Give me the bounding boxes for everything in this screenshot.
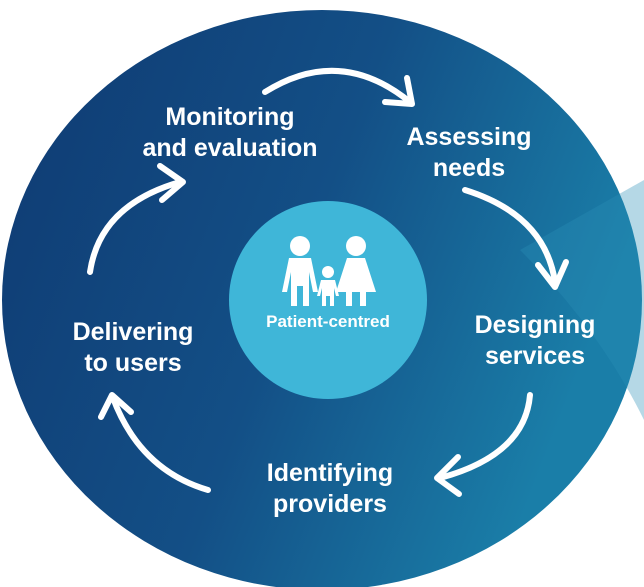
stage-label-delivering: Delivering to users [48, 317, 218, 379]
stage-label-identifying: Identifying providers [230, 458, 430, 520]
arrowhead-delivering-to-monitoring [157, 163, 186, 203]
stage-identifying-line2: providers [273, 490, 387, 518]
stage-monitoring-line2: and evaluation [142, 134, 318, 162]
stage-designing-line2: services [484, 342, 586, 370]
arrow-identifying-to-delivering [110, 395, 211, 493]
arrowhead-designing-to-identifying [434, 454, 462, 497]
center-circle [229, 201, 427, 399]
stage-designing-line1: Designing [474, 311, 596, 339]
family-icon [282, 236, 376, 306]
stage-identifying-line1: Identifying [266, 459, 394, 487]
stage-monitoring-line1: Monitoring [165, 103, 295, 131]
center-label: Patient-centred [266, 312, 390, 331]
arrowhead-identifying-to-delivering [98, 392, 134, 420]
stage-assessing-line1: Assessing [406, 123, 532, 151]
stage-label-monitoring: Monitoring and evaluation [105, 102, 355, 164]
arrow-delivering-to-monitoring [87, 179, 183, 275]
arrow-monitoring-to-assessing [262, 67, 413, 105]
arrowhead-assessing-to-designing [535, 259, 569, 290]
stage-delivering-line1: Delivering [72, 318, 194, 346]
arrow-designing-to-identifying [437, 392, 533, 481]
background-sheen [520, 180, 644, 420]
arrow-assessing-to-designing [462, 187, 558, 285]
arrowhead-monitoring-to-assessing [382, 75, 415, 107]
stage-label-designing: Designing services [450, 310, 620, 372]
stage-label-assessing: Assessing needs [374, 122, 564, 184]
stage-assessing-line2: needs [432, 154, 506, 182]
stage-delivering-line2: to users [84, 349, 182, 377]
